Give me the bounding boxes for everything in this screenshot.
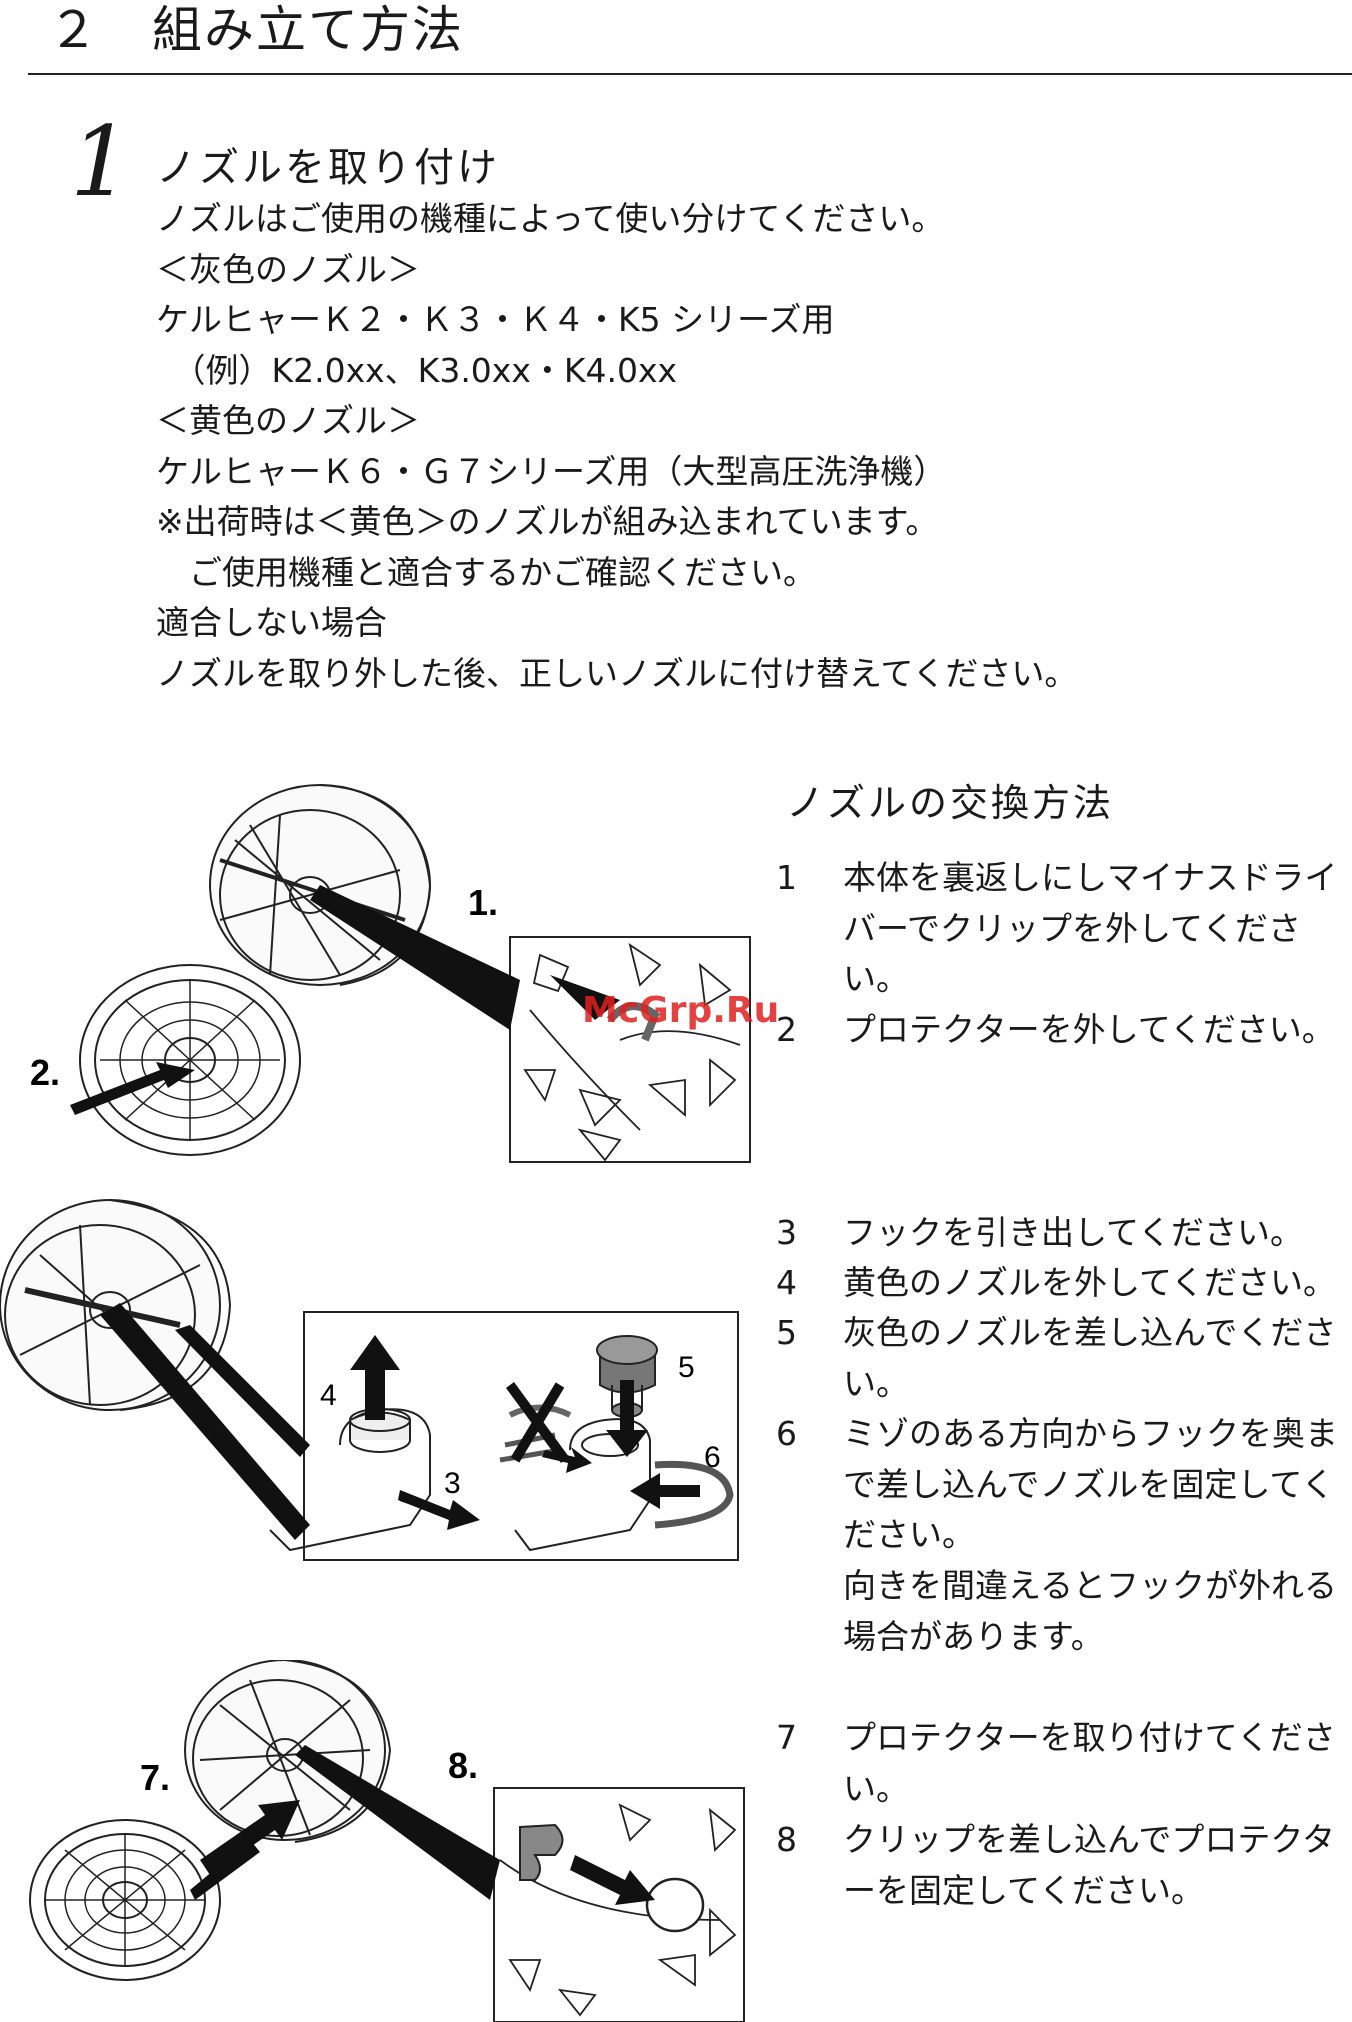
- procedure-text: 黄色のノズルを外してください。: [843, 1263, 1337, 1302]
- procedure-title: ノズルの交換方法: [786, 781, 1115, 825]
- body-line: ＜黄色のノズル＞: [156, 401, 420, 440]
- body-line: ノズルを取り外した後、正しいノズルに付け替えてください。: [156, 654, 1078, 693]
- figure-label-7: 7.: [140, 1757, 170, 1798]
- figure-label-6: 6: [704, 1441, 721, 1474]
- step-number: 1: [70, 106, 132, 218]
- figure-nozzle-replacement: 4 3 5 6: [0, 1199, 739, 1561]
- procedure-number: 6: [776, 1414, 797, 1453]
- body-line: ケルヒャーＫ６・Ｇ７シリーズ用（大型高圧洗浄機）: [156, 452, 947, 491]
- figure-label-8: 8.: [448, 1745, 478, 1786]
- figure-label-1: 1.: [468, 882, 498, 923]
- watermark: McGrp.Ru: [582, 990, 780, 1031]
- body-line: ノズルはご使用の機種によって使い分けてください。: [156, 199, 945, 238]
- procedure-note: 向きを間違えるとフックが外れる場合があります。: [843, 1566, 1338, 1656]
- procedure-number: 5: [776, 1313, 797, 1352]
- procedure-number: 8: [776, 1820, 797, 1859]
- body-line: ※出荷時は＜黄色＞のノズルが組み込まれています。: [156, 502, 939, 541]
- body-line: ご使用機種と適合するかご確認ください。: [156, 553, 816, 592]
- body-line: ケルヒャーＫ２・Ｋ３・Ｋ４・K5 シリーズ用: [156, 300, 835, 339]
- procedure-number: 7: [776, 1718, 797, 1757]
- procedure-text: 灰色のノズルを差し込んでください。: [843, 1313, 1337, 1403]
- procedure-text: クリップを差し込んでプロテクターを固定してください。: [843, 1820, 1336, 1910]
- procedure-text: プロテクターを取り付けてください。: [843, 1718, 1336, 1808]
- procedure-number: 4: [776, 1263, 797, 1302]
- body-line: （例）K2.0xx、K3.0xx・K4.0xx: [156, 351, 678, 390]
- body-line: 適合しない場合: [156, 603, 387, 642]
- procedure-text: プロテクターを外してください。: [843, 1010, 1335, 1049]
- figure-label-3: 3: [444, 1467, 461, 1500]
- figure-protector-removal: 1. 2.: [30, 784, 751, 1163]
- section-divider: [28, 73, 1352, 75]
- figure-label-4: 4: [320, 1379, 337, 1412]
- procedure-text: 本体を裏返しにしマイナスドライバーでクリップを外してください。: [843, 858, 1338, 998]
- figure-label-5: 5: [678, 1351, 695, 1384]
- figure-label-2: 2.: [30, 1052, 60, 1093]
- body-line: ＜灰色のノズル＞: [156, 250, 420, 289]
- procedure-text: フックを引き出してください。: [843, 1213, 1304, 1252]
- procedure-number: 1: [776, 858, 797, 897]
- step-title: ノズルを取り付け: [156, 145, 500, 191]
- procedure-number: 2: [776, 1010, 797, 1049]
- figure-protector-install: 7. 8.: [29, 1660, 745, 2022]
- section-title: ２ 組み立て方法: [48, 1, 464, 59]
- procedure-text: ミゾのある方向からフックを奥まで差し込んでノズルを固定してください。: [843, 1414, 1338, 1554]
- procedure-number: 3: [776, 1213, 797, 1252]
